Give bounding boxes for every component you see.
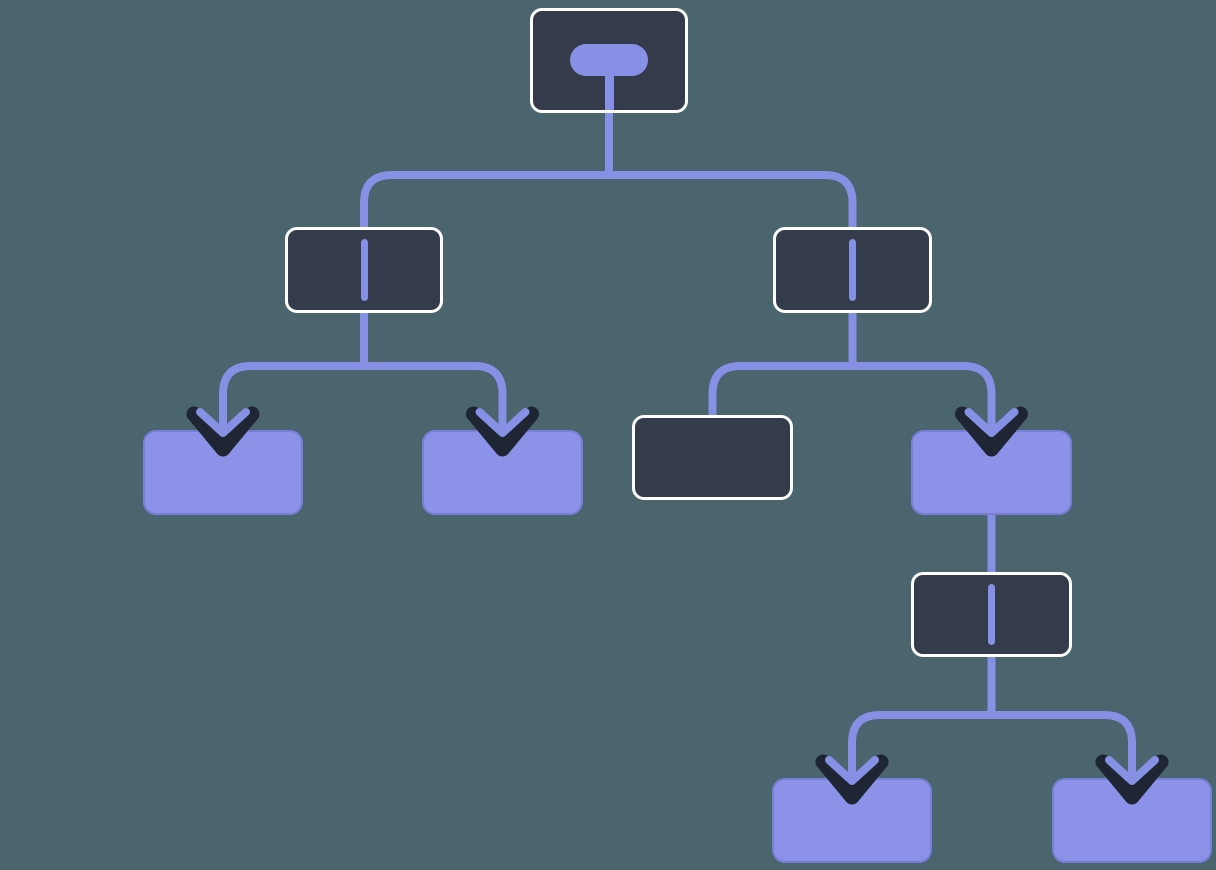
connector-edge <box>848 313 996 434</box>
tree-node-leaf-bottom-2[interactable] <box>1052 778 1212 863</box>
connector-edge <box>605 113 857 229</box>
tree-node-leaf-left-1[interactable] <box>143 430 303 515</box>
tree-node-leaf-left-2[interactable] <box>422 430 583 515</box>
connector-edge <box>708 313 857 417</box>
tree-node-root[interactable] <box>530 8 688 113</box>
tree-node-leaf-bottom-1[interactable] <box>772 778 932 863</box>
passthrough-line-icon <box>849 239 856 301</box>
root-pill-icon <box>570 44 648 76</box>
connector-edge <box>360 313 507 434</box>
tree-node-group-right[interactable] <box>632 415 793 500</box>
tree-node-collection-right[interactable] <box>911 430 1072 515</box>
passthrough-line-icon <box>988 584 995 645</box>
connector-edge <box>848 657 996 782</box>
tree-node-branch-right[interactable] <box>773 227 932 313</box>
connector-edge <box>987 657 1136 782</box>
connector-edge <box>219 313 368 434</box>
passthrough-line-icon <box>360 239 368 301</box>
root-pill-stem-icon <box>604 73 614 110</box>
tree-node-branch-left[interactable] <box>285 227 443 313</box>
connector-edge <box>360 113 613 229</box>
tree-node-branch-mid[interactable] <box>911 572 1072 657</box>
